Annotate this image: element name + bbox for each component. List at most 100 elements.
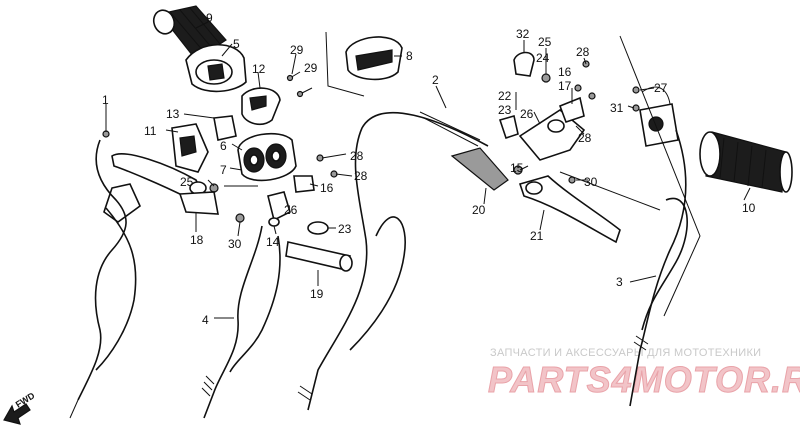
callout-20: 20: [472, 203, 486, 217]
right-grip-ribs: [719, 137, 767, 189]
bracket-16a: [293, 175, 315, 193]
callout-1: 1: [102, 93, 109, 107]
callout-28b: 28: [354, 169, 368, 183]
screw-29b: [296, 90, 304, 98]
clutch-cable-end: [69, 399, 79, 419]
screw-29a: [286, 74, 294, 82]
left-grip-end: [152, 9, 176, 35]
callout-30b: 30: [584, 175, 598, 189]
clutch-bracket-18: [178, 191, 219, 215]
screw-14: [268, 217, 280, 227]
part-8-slot: [355, 49, 393, 71]
callout-6: 6: [220, 139, 227, 153]
left-grip-ribs: [169, 7, 221, 53]
fwd-arrow-icon: [3, 403, 31, 425]
callout-5: 5: [233, 37, 240, 51]
switch-cover-window: [249, 95, 267, 111]
callouts: 1 2 3 4 5 6 7 8 9 10 11 12 13 14 15 16 1…: [102, 11, 756, 327]
frame-line-8: [325, 31, 365, 97]
callout-12: 12: [252, 62, 266, 76]
brake-lever-pivot: [525, 181, 543, 195]
callout-26a: 26: [284, 203, 298, 217]
brake-switch-17: [558, 96, 585, 124]
callout-28a: 28: [350, 149, 364, 163]
clutch-cable-path: [77, 139, 127, 401]
reservoir-cover: [450, 147, 509, 191]
fwd-indicator: FWD: [3, 390, 37, 425]
switch-cover: [241, 87, 281, 126]
callout-7: 7: [220, 163, 227, 177]
switch-knob-1-center: [249, 154, 259, 166]
right-cable-end: [633, 335, 649, 351]
frame-line-3: [619, 35, 701, 317]
choke-cable-loop: [349, 216, 406, 351]
callout-14: 14: [266, 235, 280, 249]
nut-30a: [235, 213, 245, 223]
callout-3: 3: [616, 275, 623, 289]
right-switch: [632, 86, 679, 147]
callout-27: 27: [654, 81, 668, 95]
watermark-tagline: ЗАПЧАСТИ И АКСЕССУАРЫ ДЛЯ МОТОТЕХНИКИ: [490, 347, 761, 359]
nut-30b: [568, 176, 576, 184]
clutch-lever-holder: [171, 123, 209, 173]
bushing-23b: [498, 114, 519, 140]
callout-22: 22: [498, 89, 512, 103]
clutch-cable-loop: [95, 207, 137, 371]
brake-lever-blade: [518, 175, 621, 244]
perch-lower: [103, 183, 141, 223]
callout-29b: 29: [304, 61, 318, 75]
leader-lines: [105, 21, 751, 319]
callout-25b: 25: [538, 35, 552, 49]
right-cable-path: [629, 129, 687, 407]
screws-29: [289, 71, 313, 95]
throttle-housing-end: [339, 254, 353, 272]
screw-27: [632, 86, 640, 94]
callout-10: 10: [742, 201, 756, 215]
nut-25a: [209, 183, 219, 193]
right-switch-wire: [641, 86, 671, 105]
throttle-housing-19: [285, 241, 353, 272]
callout-29a: 29: [290, 43, 304, 57]
throttle-cable-spring: [201, 375, 215, 397]
callout-15: 15: [510, 161, 524, 175]
choke-cable-path: [307, 111, 489, 411]
callout-8: 8: [406, 49, 413, 63]
choke-cable-spring: [297, 385, 313, 401]
screw-28c: [582, 60, 590, 68]
throttle-cable-loop: [229, 235, 281, 373]
callout-23a: 23: [338, 222, 352, 236]
callout-9: 9: [206, 11, 213, 25]
lever-holder-window: [179, 135, 197, 157]
callout-2: 2: [432, 73, 439, 87]
throttle-pipe-slot: [207, 63, 225, 81]
callout-23b: 23: [498, 103, 512, 117]
callout-31: 31: [610, 101, 624, 115]
screw-24: [541, 73, 551, 83]
clutch-lever: [111, 153, 207, 199]
callout-13: 13: [166, 107, 180, 121]
throttle-pipe: [185, 44, 247, 93]
brake-lever: [518, 175, 621, 244]
callout-26b: 26: [520, 107, 534, 121]
screw-16b: [574, 84, 582, 92]
screw-28d: [588, 92, 596, 100]
callout-28d: 28: [578, 131, 592, 145]
master-cylinder-body: [518, 109, 586, 161]
watermark: ЗАПЧАСТИ И АКСЕССУАРЫ ДЛЯ МОТОТЕХНИКИ PA…: [488, 347, 800, 401]
switch-knob-2-center: [271, 150, 281, 162]
right-grip-end-left: [699, 131, 721, 177]
master-cylinder: [498, 96, 586, 161]
right-cable-loop: [641, 197, 688, 331]
callout-28c: 28: [576, 45, 590, 59]
bracket-32: [513, 51, 535, 77]
callout-18: 18: [190, 233, 204, 247]
nut-15: [513, 165, 523, 175]
callout-32: 32: [516, 27, 530, 41]
left-fasteners: [102, 71, 338, 235]
right-switch-knob: [648, 116, 664, 132]
callout-11: 11: [144, 124, 157, 138]
bracket-13: [213, 115, 237, 141]
plate-23a: [307, 221, 329, 235]
callout-24: 24: [536, 51, 550, 65]
